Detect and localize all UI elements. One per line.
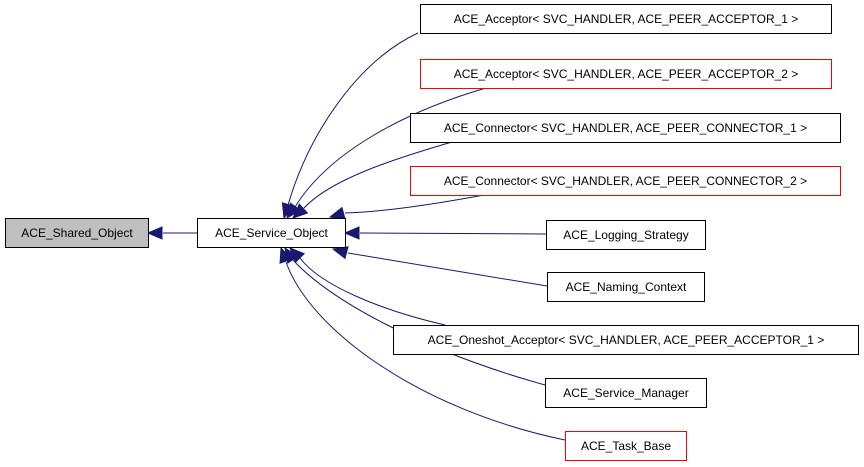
class-node-acc2[interactable]: ACE_Acceptor< SVC_HANDLER, ACE_PEER_ACCE… (420, 59, 832, 89)
class-box (410, 113, 841, 143)
nodes-layer: ACE_Shared_Object ACE_Service_Object ACE_A… (5, 4, 859, 461)
class-node-acc1[interactable]: ACE_Acceptor< SVC_HANDLER, ACE_PEER_ACCE… (420, 4, 832, 34)
edge-line (359, 232, 547, 235)
edge-oneshot-to-service (289, 247, 446, 326)
edge-line (287, 32, 419, 206)
class-label: ACE_Naming_Context (566, 280, 687, 294)
class-node-log[interactable]: ACE_Logging_Strategy (546, 220, 706, 250)
class-node-oneshot[interactable]: ACE_Oneshot_Acceptor< SVC_HANDLER, ACE_P… (393, 325, 859, 355)
edge-task-to-service (279, 246, 566, 441)
arrowhead-icon (343, 226, 360, 240)
class-box (545, 378, 707, 408)
class-node-mgr[interactable]: ACE_Service_Manager (545, 378, 707, 408)
edge-con2-to-service (328, 194, 485, 220)
edge-line (303, 141, 453, 209)
class-box (546, 220, 706, 250)
class-node-shared[interactable]: ACE_Shared_Object (5, 218, 149, 248)
class-box (197, 218, 346, 248)
class-label: ACE_Oneshot_Acceptor< SVC_HANDLER, ACE_P… (428, 333, 825, 347)
edge-log-to-service (343, 226, 547, 240)
class-box (420, 4, 832, 34)
class-label: ACE_Task_Base (581, 439, 671, 453)
arrowhead-icon (146, 226, 163, 240)
class-label: ACE_Logging_Strategy (563, 228, 688, 242)
class-label: ACE_Acceptor< SVC_HANDLER, ACE_PEER_ACCE… (454, 67, 799, 81)
edge-con1-to-service (292, 141, 453, 219)
class-label: ACE_Connector< SVC_HANDLER, ACE_PEER_CON… (444, 121, 807, 135)
class-box (410, 166, 841, 196)
edge-acc1-to-service (281, 32, 419, 220)
edge-line (285, 261, 566, 441)
edge-line (344, 194, 485, 214)
edge-line (292, 259, 546, 386)
class-node-task[interactable]: ACE_Task_Base (565, 431, 687, 461)
class-box (5, 218, 149, 248)
edge-service-to-shared (146, 226, 197, 240)
arrowhead-icon (331, 246, 349, 260)
edges-layer (146, 32, 566, 441)
class-box (547, 272, 705, 302)
class-label: ACE_Service_Object (215, 226, 328, 240)
class-node-naming[interactable]: ACE_Naming_Context (547, 272, 705, 302)
class-box (393, 325, 859, 355)
arrowhead-icon (286, 202, 301, 220)
class-label: ACE_Service_Manager (563, 386, 688, 400)
edge-acc2-to-service (286, 87, 487, 220)
arrowhead-icon (279, 246, 293, 264)
class-node-service[interactable]: ACE_Service_Object (197, 218, 346, 248)
edge-line (347, 252, 548, 287)
class-box (420, 59, 832, 89)
edge-mgr-to-service (284, 246, 546, 386)
arrowhead-icon (328, 206, 346, 220)
edge-line (299, 257, 446, 326)
class-node-con1[interactable]: ACE_Connector< SVC_HANDLER, ACE_PEER_CON… (410, 113, 841, 143)
class-label: ACE_Connector< SVC_HANDLER, ACE_PEER_CON… (444, 174, 807, 188)
arrowhead-icon (292, 203, 309, 219)
class-label: ACE_Acceptor< SVC_HANDLER, ACE_PEER_ACCE… (454, 12, 799, 26)
class-label: ACE_Shared_Object (21, 226, 133, 240)
edge-line (294, 87, 487, 208)
class-box (565, 431, 687, 461)
class-node-con2[interactable]: ACE_Connector< SVC_HANDLER, ACE_PEER_CON… (410, 166, 841, 196)
edge-naming-to-service (331, 246, 548, 287)
